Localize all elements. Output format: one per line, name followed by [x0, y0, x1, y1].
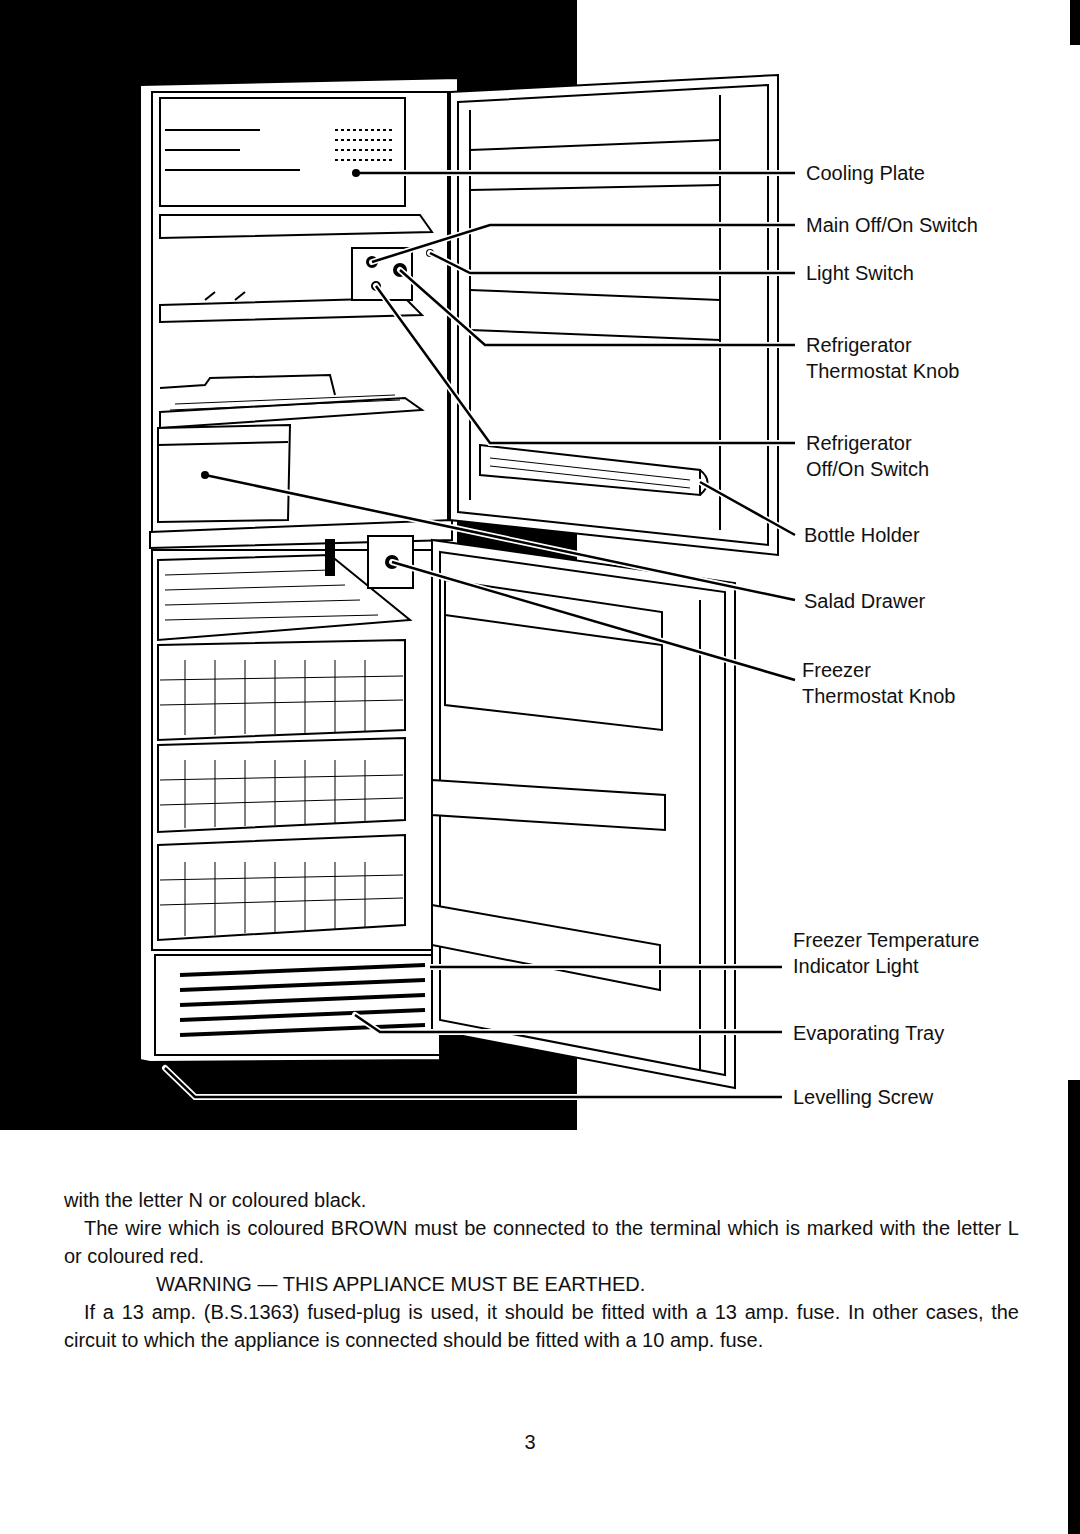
edge-bar	[1068, 1080, 1080, 1534]
edge-bar	[1070, 0, 1080, 45]
part-label: Refrigerator Thermostat Knob	[806, 332, 971, 384]
part-label: Salad Drawer	[804, 588, 925, 614]
body-paragraph: If a 13 amp. (B.S.1363) fused-plug is us…	[64, 1298, 1019, 1354]
freezer-door	[432, 540, 735, 1088]
part-label: Cooling Plate	[806, 160, 925, 186]
part-label: Light Switch	[806, 260, 914, 286]
page-number: 3	[500, 1429, 560, 1455]
part-label: Main Off/On Switch	[806, 212, 978, 238]
leader-dot	[201, 169, 360, 479]
body-paragraph: The wire which is coloured BROWN must be…	[64, 1214, 1019, 1270]
warning-text: WARNING — THIS APPLIANCE MUST BE EARTHED…	[64, 1270, 1019, 1298]
part-label: Levelling Screw	[793, 1084, 933, 1110]
part-label: Bottle Holder	[804, 522, 920, 548]
part-label: Evaporating Tray	[793, 1020, 944, 1046]
part-label: Freezer Thermostat Knob	[802, 657, 967, 709]
fridge-door	[450, 75, 778, 555]
part-label: Refrigerator Off/On Switch	[806, 430, 971, 482]
body-text: with the letter N or coloured black.The …	[64, 1186, 1019, 1354]
part-label: Freezer Temperature Indicator Light	[793, 927, 993, 979]
body-paragraph: with the letter N or coloured black.	[64, 1186, 1019, 1214]
leader-halo	[165, 173, 795, 1097]
leader-line	[165, 173, 795, 1097]
